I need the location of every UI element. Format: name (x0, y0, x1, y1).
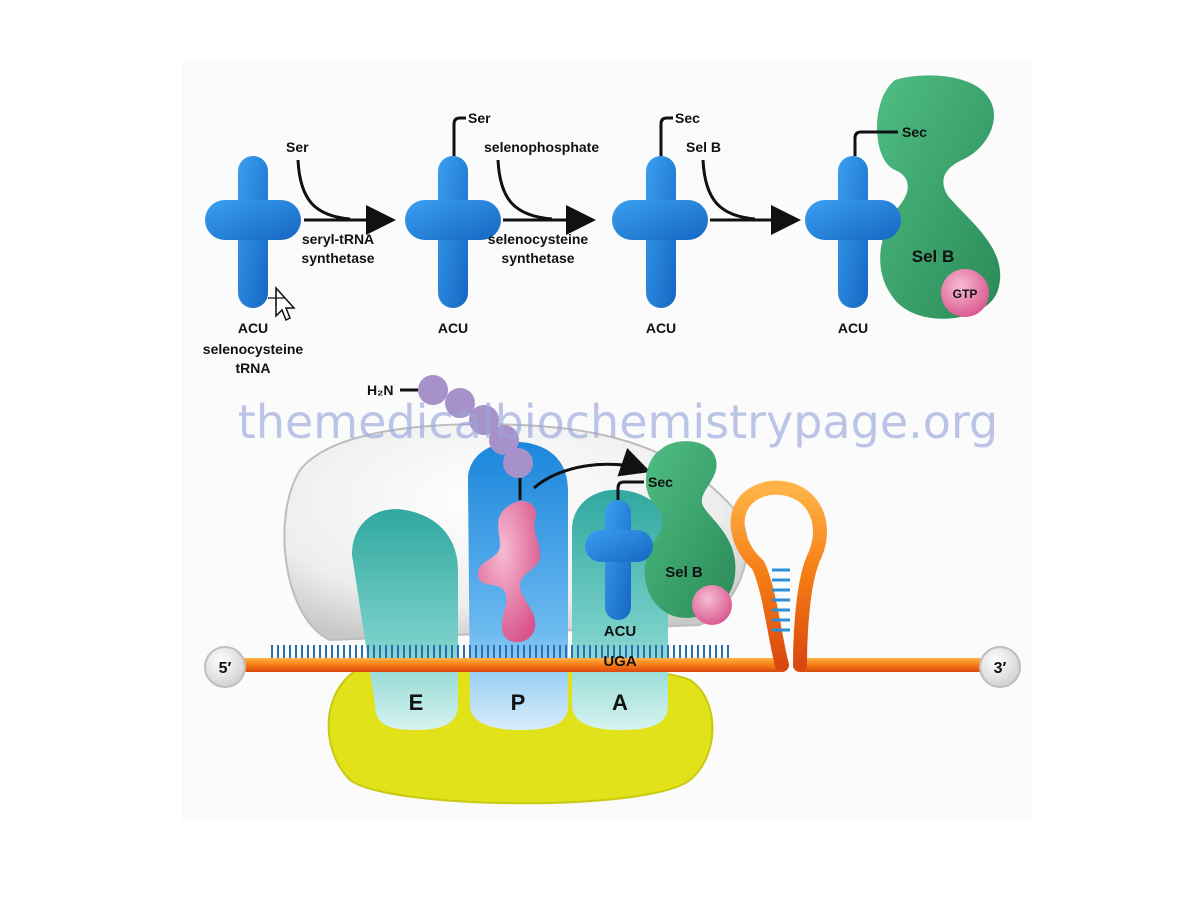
e-site-label: E (409, 690, 424, 715)
input-selenophosphate-label: selenophosphate (484, 139, 599, 155)
watermark-text: themedicalbiochemistrypage.org (238, 395, 998, 449)
attached-sec-label-step4: Sec (902, 124, 927, 140)
trna-step1-name-line1: selenocysteine (203, 341, 304, 357)
trna-step2-anticodon: ACU (438, 320, 468, 336)
trna-step1-anticodon: ACU (238, 320, 268, 336)
sec-label-ribosome: Sec (648, 474, 673, 490)
trna-a-site-anticodon: ACU (604, 623, 637, 640)
attached-sec-label-step3: Sec (675, 110, 700, 126)
gtp-label: GTP (953, 287, 978, 301)
three-prime-label: 3′ (994, 660, 1007, 677)
input-selb-label: Sel B (686, 139, 721, 155)
enzyme2-line1: selenocysteine (488, 231, 589, 247)
a-site-label: A (612, 690, 628, 715)
trna-step3-anticodon: ACU (646, 320, 676, 336)
trna-step4-anticodon: ACU (838, 320, 868, 336)
attached-ser-label: Ser (468, 110, 491, 126)
five-prime-label: 5′ (219, 660, 232, 677)
enzyme1-line1: seryl-tRNA (302, 231, 374, 247)
enzyme1-line2: synthetase (301, 250, 374, 266)
trna-step1-name-line2: tRNA (236, 360, 271, 376)
uga-codon-label: UGA (603, 653, 637, 670)
input-ser-label: Ser (286, 139, 309, 155)
p-site-label: P (511, 690, 526, 715)
enzyme2-line2: synthetase (501, 250, 574, 266)
selb-label-step4: Sel B (912, 247, 955, 266)
selb-label-ribosome: Sel B (665, 564, 703, 581)
